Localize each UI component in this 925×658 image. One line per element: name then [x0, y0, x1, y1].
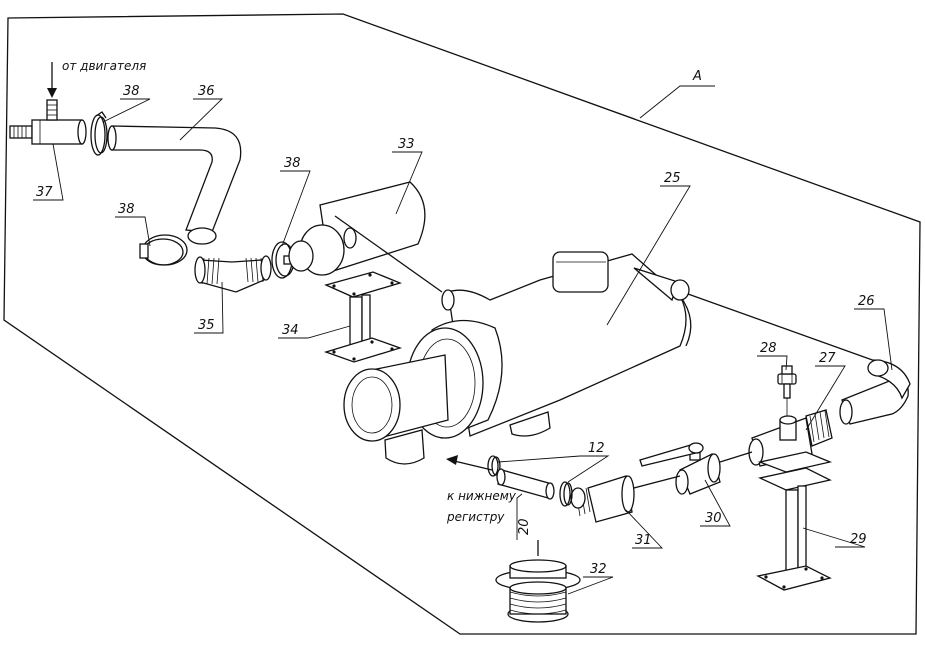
callout-38-left: 38 [118, 202, 135, 217]
callout-38-mid: 38 [284, 156, 301, 171]
callout-34: 34 [282, 323, 299, 338]
part-25-heater-body [343, 251, 692, 465]
part-37-tee-fitting [9, 62, 87, 145]
part-38-clamp-2 [139, 234, 188, 266]
callout-32: 32 [590, 562, 607, 577]
part-36-curved-hose [107, 125, 242, 245]
callout-26: 26 [858, 294, 875, 309]
pipe-to-26 [687, 293, 879, 363]
label-from-engine: от двигателя [62, 59, 146, 73]
callout-25: 25 [664, 171, 681, 186]
part-20-pipe [496, 468, 555, 500]
pipe-31-30 [625, 475, 681, 491]
part-34-support-stand [323, 271, 403, 363]
part-35-corrugated-elbow [194, 255, 272, 293]
callout-29: 29 [850, 532, 867, 547]
label-to-lower-register-line2: регистру [446, 510, 505, 524]
label-to-lower-register-line1: к нижнему [447, 489, 517, 503]
callout-28: 28 [760, 341, 777, 356]
view-label-a: A [692, 69, 702, 84]
callout-12: 12 [588, 441, 605, 456]
callout-27: 27 [819, 351, 836, 366]
part-31-connector [570, 475, 635, 523]
part-12-clamp-right [559, 481, 573, 507]
callout-38-top: 38 [123, 84, 140, 99]
pipe-30-27 [719, 451, 753, 463]
part-27-tee [748, 409, 833, 473]
callout-33: 33 [398, 137, 415, 152]
part-28-valve [777, 365, 797, 416]
part-26-elbow [839, 359, 911, 425]
section-frame [3, 13, 921, 635]
callout-20: 20 [517, 518, 532, 535]
callout-30: 30 [705, 511, 722, 526]
callout-35: 35 [198, 318, 215, 333]
callout-36: 36 [198, 84, 215, 99]
part-38-clamp-1 [90, 111, 108, 156]
part-32-adapter [495, 540, 581, 623]
callout-31: 31 [635, 533, 652, 548]
part-12-clamp-left [487, 455, 501, 477]
callout-37: 37 [36, 185, 53, 200]
part-29-support-stand [756, 467, 832, 591]
leader-lines [33, 85, 893, 595]
arrow-to-lower-register [446, 455, 458, 465]
part-33-silencer [288, 181, 443, 293]
